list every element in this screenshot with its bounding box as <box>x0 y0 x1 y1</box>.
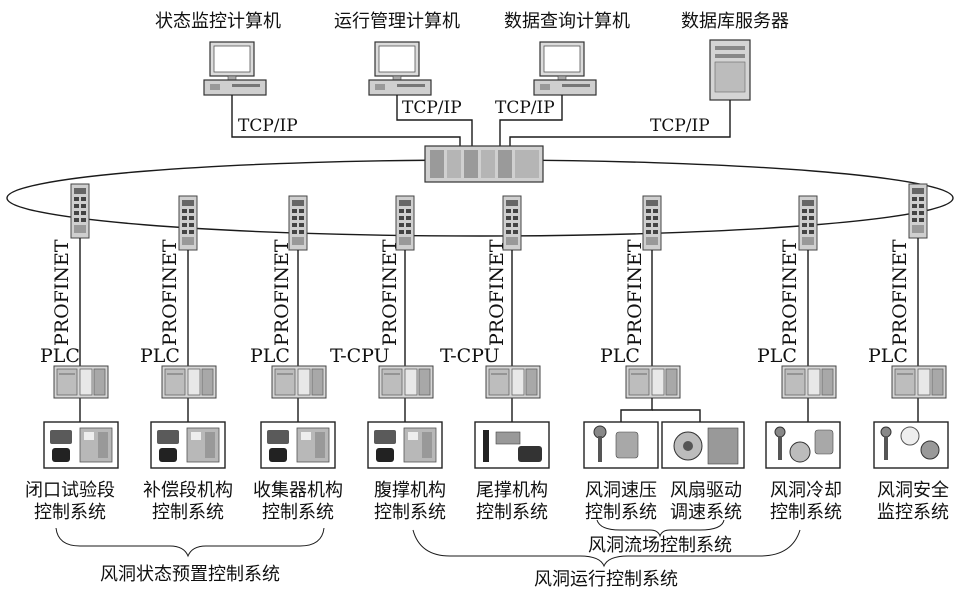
computer-label-2: 运行管理计算机 <box>334 11 460 32</box>
speed-pressure-devices-icon <box>583 421 659 469</box>
flow-group-label: 风洞流场控制系统 <box>588 535 732 556</box>
controller-module-icon <box>485 365 541 399</box>
tcp-label-4: TCP/IP <box>650 116 710 136</box>
system-label-line1: 风洞冷却 <box>770 480 842 501</box>
system-label-line1: 尾撑机构 <box>476 480 548 501</box>
tcp-link-4 <box>509 100 731 148</box>
system-label-line2: 控制系统 <box>770 502 842 523</box>
flow-group-brace <box>596 519 725 538</box>
tail-support-devices-icon <box>474 421 550 469</box>
preset-group-label: 风洞状态预置控制系统 <box>100 564 280 585</box>
system-label-line2: 控制系统 <box>476 502 548 523</box>
preset-group-brace <box>55 527 325 558</box>
controller-module-icon <box>161 365 217 399</box>
system-label-line2: 控制系统 <box>585 502 657 523</box>
system-label-line2: 控制系统 <box>374 502 446 523</box>
system-label-line1: 收集器机构 <box>253 480 343 501</box>
system-label-line2: 监控系统 <box>877 502 949 523</box>
run-group-brace <box>412 529 801 568</box>
controller-type-label: T-CPU <box>330 345 390 367</box>
controller-type-label: PLC <box>140 345 180 367</box>
controller-module-icon <box>271 365 327 399</box>
controller-module-icon <box>53 365 109 399</box>
status-monitor-computer-icon <box>203 41 267 96</box>
system-label-line1: 风洞速压 <box>585 480 657 501</box>
computer-label-3: 数据查询计算机 <box>504 11 630 32</box>
profinet-label: PROFINET <box>889 239 911 346</box>
controller-module-icon <box>378 365 434 399</box>
profinet-label: PROFINET <box>486 239 508 346</box>
operation-management-computer-icon <box>368 41 432 96</box>
safety-monitor-devices-icon <box>873 421 949 469</box>
computer-label-1: 状态监控计算机 <box>155 11 281 32</box>
core-switch-icon <box>424 145 544 183</box>
controller-type-label: T-CPU <box>440 345 500 367</box>
controller-module-icon <box>781 365 837 399</box>
belly-support-devices-icon <box>367 421 443 469</box>
cooling-devices-icon <box>765 421 841 469</box>
controller-module-icon <box>625 365 681 399</box>
database-server-icon <box>709 39 751 101</box>
system-label-line2: 调速系统 <box>670 502 742 523</box>
system-label-line1: 补偿段机构 <box>143 480 233 501</box>
ring-switch-icon <box>178 195 198 251</box>
profinet-label: PROFINET <box>51 239 73 346</box>
tcp-label-2: TCP/IP <box>402 98 462 118</box>
system-label-line1: 闭口试验段 <box>25 480 115 501</box>
data-query-computer-icon <box>533 41 597 96</box>
controller-type-label: PLC <box>40 345 80 367</box>
computer-label-4: 数据库服务器 <box>681 11 789 32</box>
ring-switch-icon <box>798 195 818 251</box>
controller-type-label: PLC <box>600 345 640 367</box>
closed-test-section-devices-icon <box>43 421 119 469</box>
system-label-line1: 风扇驱动 <box>670 480 742 501</box>
controller-type-label: PLC <box>250 345 290 367</box>
system-label-line1: 风洞安全 <box>877 480 949 501</box>
profinet-label: PROFINET <box>624 239 646 346</box>
controller-type-label: PLC <box>868 345 908 367</box>
run-group-label: 风洞运行控制系统 <box>534 569 678 589</box>
tcp-label-1: TCP/IP <box>238 116 298 136</box>
tcp-link-2 <box>396 95 473 148</box>
tcp-link-3 <box>499 95 563 148</box>
plc-fork-link-2 <box>652 409 701 422</box>
profinet-label: PROFINET <box>779 239 801 346</box>
system-label-line2: 控制系统 <box>262 502 334 523</box>
tcp-link-1 <box>231 95 461 148</box>
profinet-label: PROFINET <box>379 239 401 346</box>
system-label-line2: 控制系统 <box>152 502 224 523</box>
system-label-line1: 腹撑机构 <box>374 480 446 501</box>
plc-fork-link <box>620 398 653 422</box>
controller-type-label: PLC <box>757 345 797 367</box>
controller-module-icon <box>891 365 947 399</box>
collector-devices-icon <box>260 421 336 469</box>
tcp-label-3: TCP/IP <box>495 98 555 118</box>
compensation-section-devices-icon <box>150 421 226 469</box>
profinet-label: PROFINET <box>271 239 293 346</box>
ring-switch-icon <box>908 183 928 239</box>
fan-drive-devices-icon <box>661 421 745 469</box>
ring-switch-icon <box>70 183 90 239</box>
profinet-label: PROFINET <box>159 239 181 346</box>
system-label-line2: 控制系统 <box>34 502 106 523</box>
